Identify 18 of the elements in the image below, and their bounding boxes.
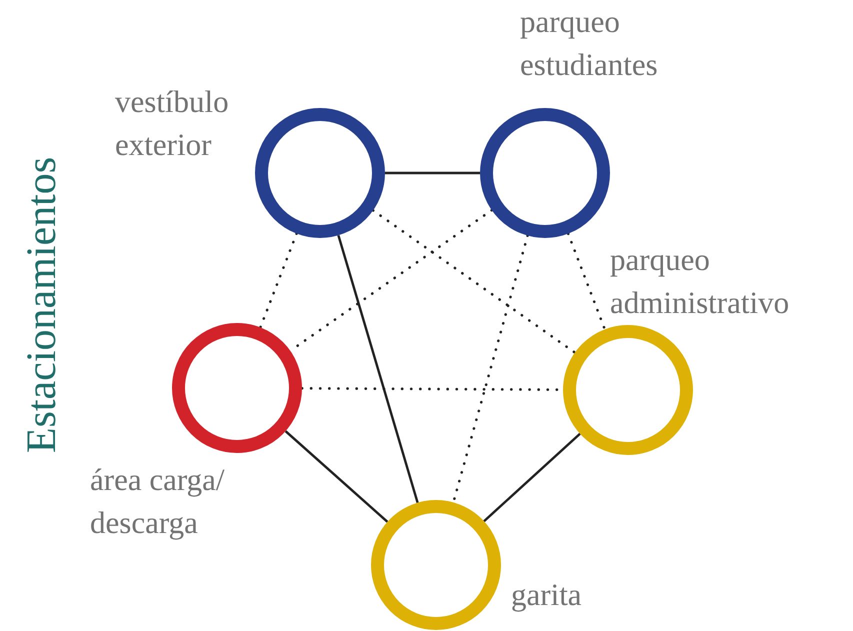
connector-line	[385, 172, 480, 174]
ring-circle	[480, 108, 610, 238]
dotted-connector	[372, 209, 576, 354]
ring-circle	[255, 108, 385, 238]
node-caption: área carga/ descarga	[90, 461, 226, 542]
node-caption: parqueo administrativo	[610, 241, 790, 322]
node-caption: vestíbulo exterior	[115, 83, 230, 164]
node-caption: garita	[511, 576, 583, 614]
connector-line	[483, 432, 581, 522]
vertical-heading: Estacionamientos	[18, 156, 66, 454]
ring-circle	[172, 323, 302, 453]
ring-circle	[371, 500, 501, 630]
node-caption: parqueo estudiantes	[520, 3, 659, 84]
connector-line	[284, 430, 388, 523]
connector-line	[337, 234, 419, 504]
dotted-connector	[566, 232, 606, 331]
ring-circle	[563, 325, 693, 455]
dotted-connector	[259, 232, 298, 329]
